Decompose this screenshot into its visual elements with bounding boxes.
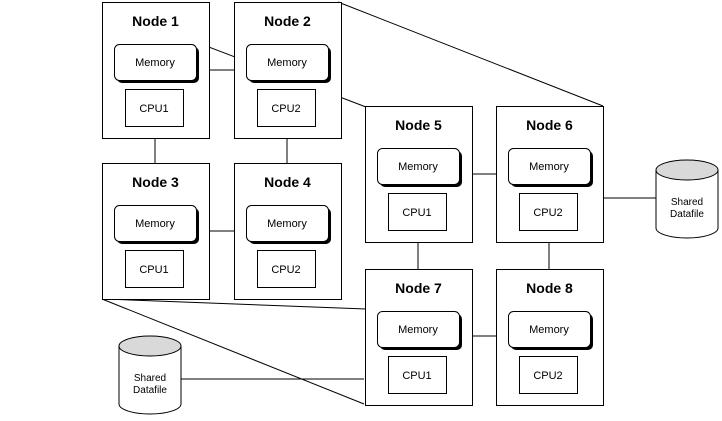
memory-box bbox=[377, 148, 460, 185]
memory-box bbox=[114, 44, 197, 81]
datafile-label-line1: Shared bbox=[134, 373, 166, 384]
datafile-body bbox=[655, 170, 719, 239]
perspective-bottom-left bbox=[101, 298, 365, 405]
node-title: Node 6 bbox=[526, 117, 573, 133]
perspective-diagonal-2 bbox=[103, 298, 367, 310]
datafile-label-line2: Datafile bbox=[133, 385, 167, 396]
cpu-label: CPU2 bbox=[271, 264, 300, 276]
memory-label: Memory bbox=[398, 324, 438, 336]
node-title: Node 5 bbox=[395, 117, 442, 133]
datafile-top bbox=[655, 159, 719, 181]
memory-box bbox=[508, 311, 591, 348]
node-title: Node 7 bbox=[395, 280, 442, 296]
cpu-label: CPU2 bbox=[533, 207, 562, 219]
cpu-box bbox=[519, 193, 578, 231]
cpu-box bbox=[388, 356, 447, 394]
cpu-label: CPU1 bbox=[402, 207, 431, 219]
cpu-box bbox=[257, 89, 316, 127]
memory-label: Memory bbox=[135, 57, 175, 69]
cpu-box bbox=[125, 250, 184, 288]
memory-label: Memory bbox=[529, 324, 569, 336]
memory-label: Memory bbox=[398, 161, 438, 173]
node-title: Node 2 bbox=[264, 13, 311, 29]
cpu-label: CPU1 bbox=[139, 264, 168, 276]
memory-label: Memory bbox=[267, 218, 307, 230]
perspective-top-right bbox=[337, 1, 604, 107]
cpu-label: CPU1 bbox=[139, 103, 168, 115]
cpu-box bbox=[257, 250, 316, 288]
node-title: Node 8 bbox=[526, 280, 573, 296]
cpu-box bbox=[125, 89, 184, 127]
cpu-label: CPU2 bbox=[271, 103, 300, 115]
memory-label: Memory bbox=[135, 218, 175, 230]
datafile-label-line1: Shared bbox=[671, 197, 703, 208]
cpu-box bbox=[388, 193, 447, 231]
datafile-body bbox=[118, 346, 182, 415]
memory-box bbox=[246, 205, 329, 242]
memory-box bbox=[377, 311, 460, 348]
node-title: Node 4 bbox=[264, 174, 311, 190]
datafile-label-line2: Datafile bbox=[670, 209, 704, 220]
memory-label: Memory bbox=[267, 57, 307, 69]
node-title: Node 3 bbox=[132, 174, 179, 190]
memory-box bbox=[114, 205, 197, 242]
datafile-top bbox=[118, 335, 182, 357]
memory-box bbox=[508, 148, 591, 185]
cpu-label: CPU1 bbox=[402, 370, 431, 382]
cpu-box bbox=[519, 356, 578, 394]
memory-box bbox=[246, 44, 329, 81]
cpu-label: CPU2 bbox=[533, 370, 562, 382]
node-title: Node 1 bbox=[132, 13, 179, 29]
memory-label: Memory bbox=[529, 161, 569, 173]
